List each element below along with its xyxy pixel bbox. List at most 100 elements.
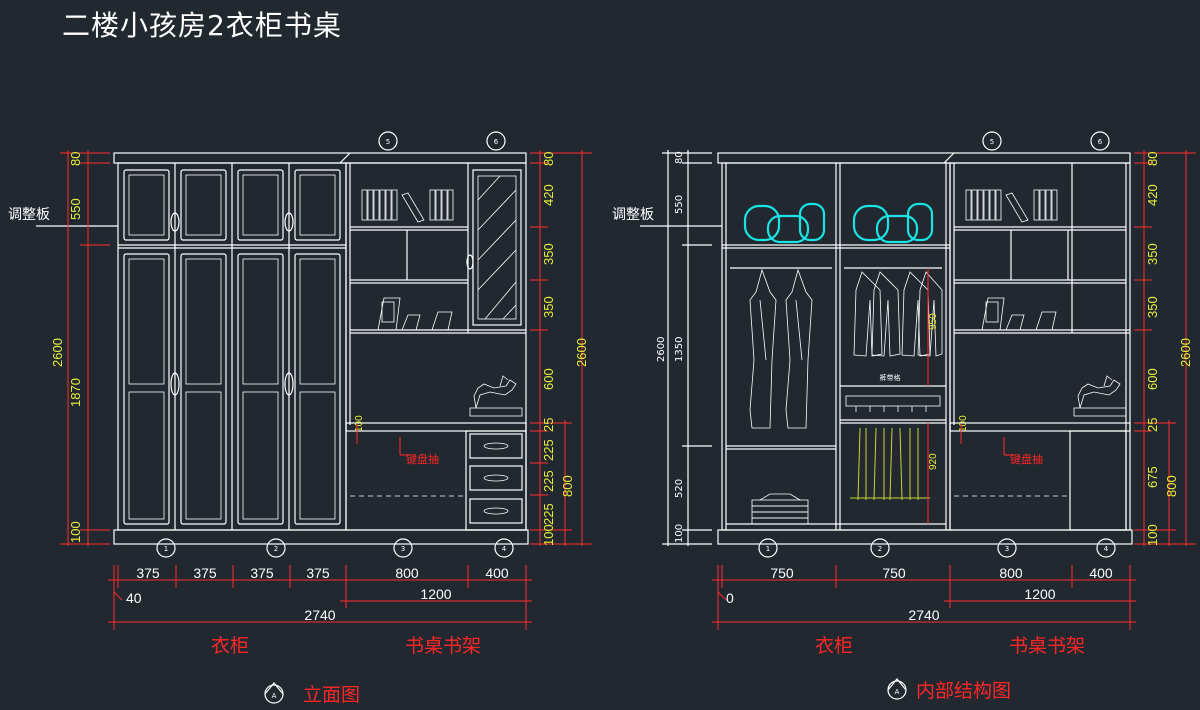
books-icon [965,189,1058,223]
coat-icon [749,268,813,429]
callout-number: 5 [990,138,994,146]
crown-step [943,152,955,164]
dim-label: 675 [1145,466,1160,488]
inner-dim: 100 [958,415,969,432]
books-icon [361,189,454,223]
dim-label: 750 [882,565,906,581]
wardrobe-interior: 裤带格 950 920 [721,162,951,531]
callout-number: 1 [766,545,770,553]
callout-markers: 1 2 3 4 5 6 [758,131,1116,558]
dim-label: 350 [541,243,556,265]
offset-label: 0 [726,590,734,606]
right-dimension-chain: 80 420 350 350 600 25 675 100 800 2600 [1134,150,1196,546]
dim-label: 550 [68,198,83,220]
left-dimension-chain: 80 550 1350 520 100 2600 [656,150,712,546]
keyboard-drawer-label: 键盘抽 [406,452,439,466]
dim-label: 225 [541,439,556,461]
bookshelf-elevation: 100 键盘抽 [345,162,527,531]
dim-label: 520 [674,479,685,498]
inner-dim: 950 [928,313,939,330]
plinth [717,529,1133,545]
pants-rack-icon [845,395,941,412]
keyboard-drawer-label: 键盘抽 [1010,452,1043,466]
subtotal-label: 1200 [420,586,451,602]
dim-label: 225 [541,503,556,525]
dim-label: 600 [541,368,556,390]
overall-height-label: 2600 [1178,338,1193,367]
dim-label: 550 [674,195,685,214]
dim-label: 400 [485,565,509,581]
section-marker-icon: A [887,678,907,700]
wardrobe-elevation [117,162,347,531]
crown-step [339,152,351,164]
jacket-icon [853,271,943,357]
view-caption: 立面图 [303,684,360,706]
total-width-label: 2740 [908,607,939,623]
callout-number: 6 [1098,138,1103,146]
section-marker-letter: A [895,688,900,696]
folded-clothes-icon [751,493,809,525]
plinth [113,529,529,545]
callout-number: 5 [386,138,390,146]
dim-label: 375 [136,565,160,581]
callout-number: 6 [494,138,499,146]
dim-label: 1350 [674,337,685,362]
right-dimension-chain: 80 420 350 350 600 25 225 225 225 100 80… [530,150,592,546]
desk-shelf-label: 书桌书架 [1009,635,1085,657]
wardrobe-label: 衣柜 [815,635,853,657]
dim-label: 100 [541,524,556,546]
dim-label: 25 [541,418,556,432]
horse-ornament-icon [1073,375,1127,417]
desk-height-label: 800 [560,475,575,497]
wardrobe-label: 衣柜 [211,635,249,657]
bookshelf-interior: 100 键盘抽 [949,162,1131,531]
horse-ornament-icon [469,375,523,417]
section-marker-letter: A [272,692,277,700]
bottom-dimension-chain: 750 750 800 400 1200 0 2740 [712,565,1136,630]
dim-label: 600 [1145,368,1160,390]
dim-label: 800 [999,565,1023,581]
dim-label: 100 [68,521,83,543]
callout-number: 2 [878,545,882,553]
dim-label: 225 [541,470,556,492]
trousers-icon [850,427,930,501]
dim-label: 400 [1089,565,1113,581]
desk-shelf-label: 书桌书架 [405,635,481,657]
crown-molding [717,152,1131,164]
desk-height-label: 800 [1164,475,1179,497]
callout-number: 3 [1005,545,1009,553]
inner-dim: 920 [928,453,939,470]
door-handle [170,212,294,396]
pant-rack-label: 裤带格 [880,373,901,382]
glass-door [472,169,522,326]
callout-number: 3 [401,545,405,553]
dim-label: 80 [1145,152,1160,166]
dim-label: 350 [1145,243,1160,265]
dim-label: 350 [1145,296,1160,318]
dim-label: 25 [1145,418,1160,432]
callout-number: 4 [502,545,507,553]
dim-label: 80 [674,151,685,164]
dim-label: 375 [250,565,274,581]
drawer-stack [465,430,527,531]
callout-markers: 1 2 3 4 5 6 [156,131,514,558]
desk-top [345,422,527,432]
view-caption: 内部结构图 [916,680,1011,702]
callout-number: 2 [274,545,278,553]
dim-label: 100 [674,524,685,543]
dim-label: 350 [541,296,556,318]
dim-label: 420 [541,184,556,206]
offset-label: 40 [126,590,142,606]
drawer-stack [1069,430,1127,531]
left-dimension-chain: 80 550 1870 100 2600 [50,150,110,546]
total-width-label: 2740 [304,607,335,623]
crown-molding [113,152,527,164]
overall-height-label: 2600 [656,337,667,362]
inner-dim: 100 [354,415,365,432]
elevation-view: 100 键盘抽 调整板 80 550 1870 100 2600 [8,131,592,706]
dim-label: 375 [306,565,330,581]
dim-label: 800 [395,565,419,581]
internal-structure-view: 裤带格 950 920 [612,131,1196,702]
dim-label: 1870 [68,378,83,407]
dim-label: 80 [541,152,556,166]
